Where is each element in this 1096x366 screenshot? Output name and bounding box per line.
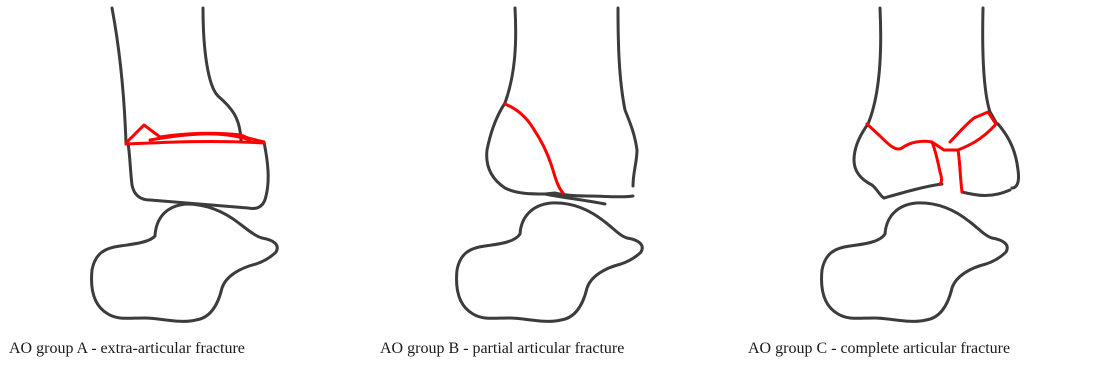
ankle-diagram-group-c [730,0,1095,330]
panel-group-c: AO group C - complete articular fracture [730,0,1095,366]
caption-group-a: AO group A - extra-articular fracture [9,339,245,359]
tibia-outline [112,8,241,143]
panel-group-b: AO group B - partial articular fracture [365,0,730,366]
ankle-diagram-group-b [365,0,730,330]
caption-group-c: AO group C - complete articular fracture [748,339,1010,359]
talus-outline [92,204,278,321]
joint-line-lateral [962,190,1010,196]
caption-group-b: AO group B - partial articular fracture [380,339,624,359]
joint-line [884,184,942,198]
fracture-line-vertical-2 [958,150,962,192]
tibia-outline [505,8,637,186]
distal-epiphysis-outline [487,103,633,197]
panel-group-a: AO group A - extra-articular fracture [0,0,365,366]
fracture-line-oblique [505,104,563,193]
talus-outline [822,203,1008,321]
ankle-diagram-group-a [0,0,365,330]
tibia-outline [868,8,998,124]
distal-epiphysis-outline [128,142,268,209]
talus-outline [457,203,643,321]
